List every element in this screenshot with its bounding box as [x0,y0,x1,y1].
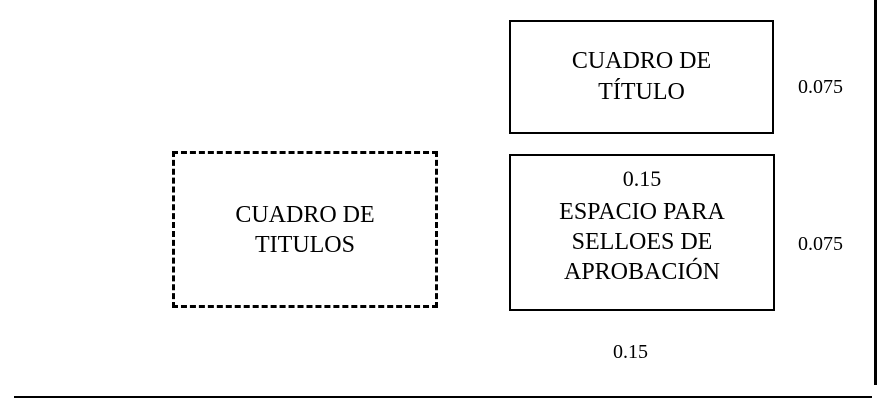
bottom-width-dimension: 0.15 [613,341,648,363]
stamp-box-line-2: SELLOES DE [571,229,713,255]
right-border-line [874,0,877,385]
stamp-box-dimension: 0.15 [622,166,662,191]
title-box: CUADRO DE TÍTULO [509,20,774,134]
stamp-box-line-1: ESPACIO PARA [559,199,725,225]
dashed-box-line-1: CUADRO DE [235,201,375,228]
dashed-box-line-2: TITULOS [255,231,355,258]
title-box-height-dimension: 0.075 [798,76,843,98]
title-box-line-2: TÍTULO [598,79,685,105]
dashed-title-block-box: CUADRO DE TITULOS [172,151,438,308]
stamp-box-line-3: APROBACIÓN [563,259,721,285]
title-box-line-1: CUADRO DE [571,48,712,74]
bottom-border-line [14,396,872,398]
stamp-box-height-dimension: 0.075 [798,233,843,255]
approval-stamp-box: 0.15 ESPACIO PARA SELLOES DE APROBACIÓN [509,154,775,311]
